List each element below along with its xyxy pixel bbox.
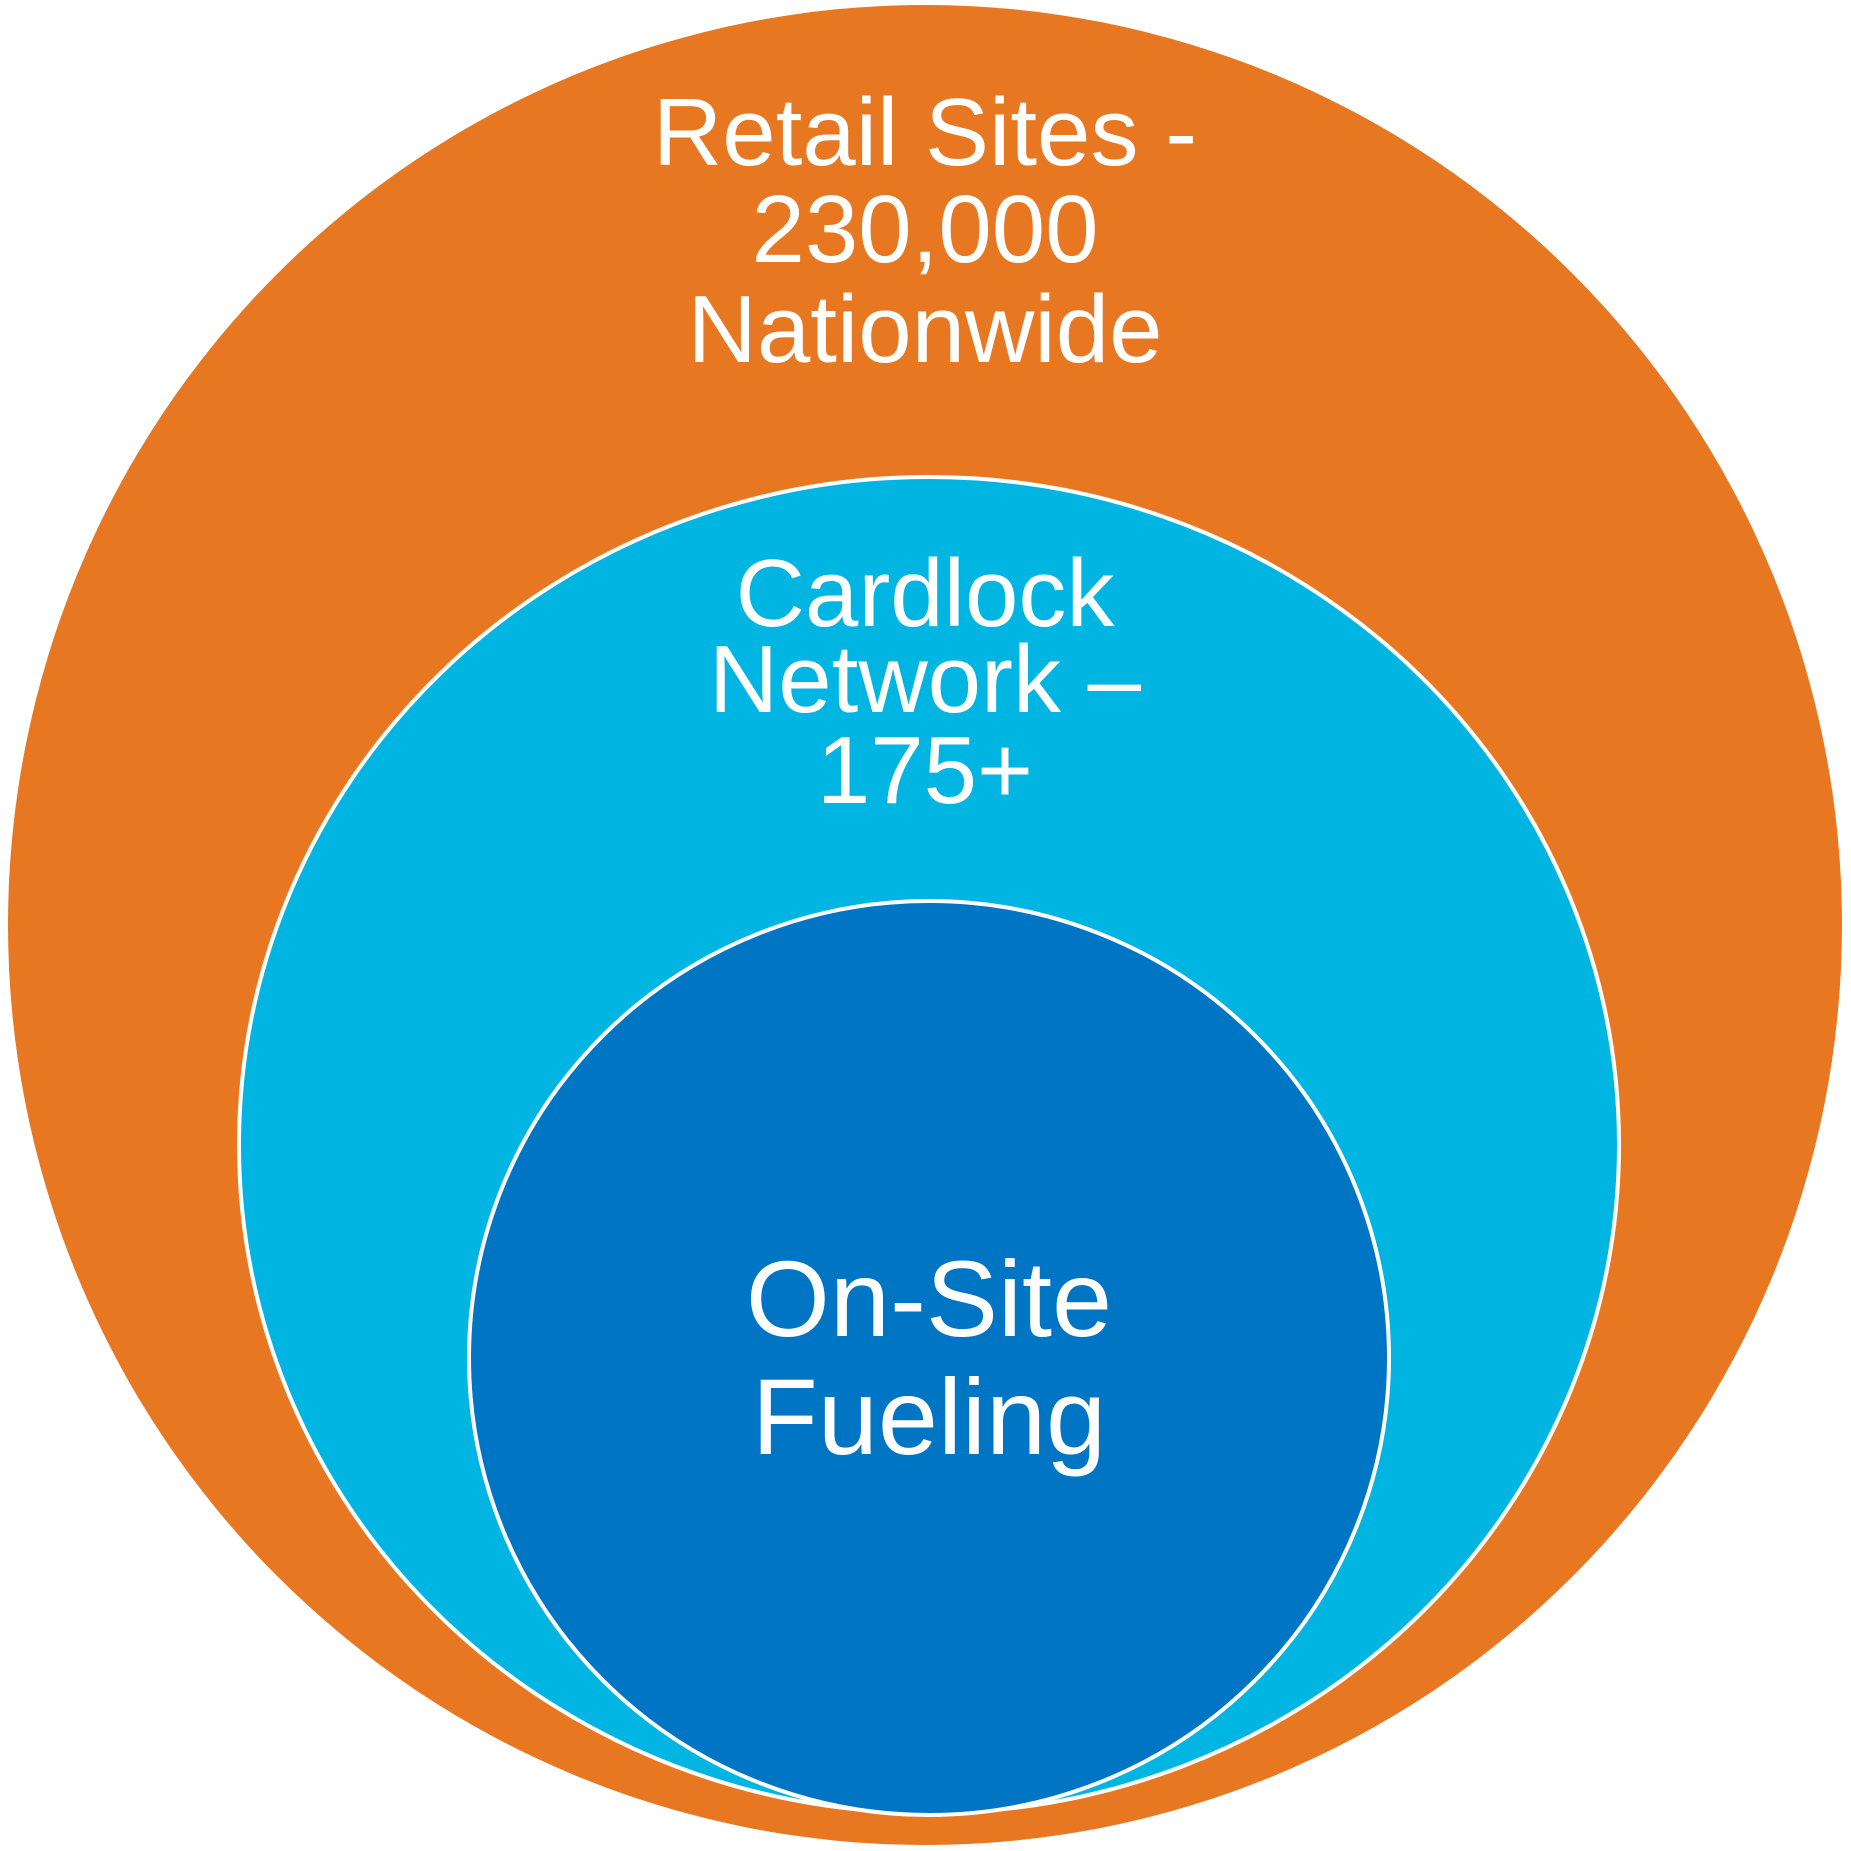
on-site-fueling-circle xyxy=(467,899,1391,1817)
retail-sites-label-line-1: Retail Sites - xyxy=(653,79,1197,186)
on-site-fueling-label-line-2: Fueling xyxy=(752,1356,1106,1477)
cardlock-network-label-line-3: 175+ xyxy=(817,717,1033,824)
retail-sites-label-line-3: Nationwide xyxy=(688,276,1163,383)
retail-sites-label-line-2: 230,000 xyxy=(751,176,1098,283)
on-site-fueling-label-line-1: On-Site xyxy=(746,1238,1112,1359)
cardlock-network-label-line-1: Cardlock xyxy=(736,540,1116,647)
cardlock-network-label-line-2: Network – xyxy=(709,626,1142,733)
